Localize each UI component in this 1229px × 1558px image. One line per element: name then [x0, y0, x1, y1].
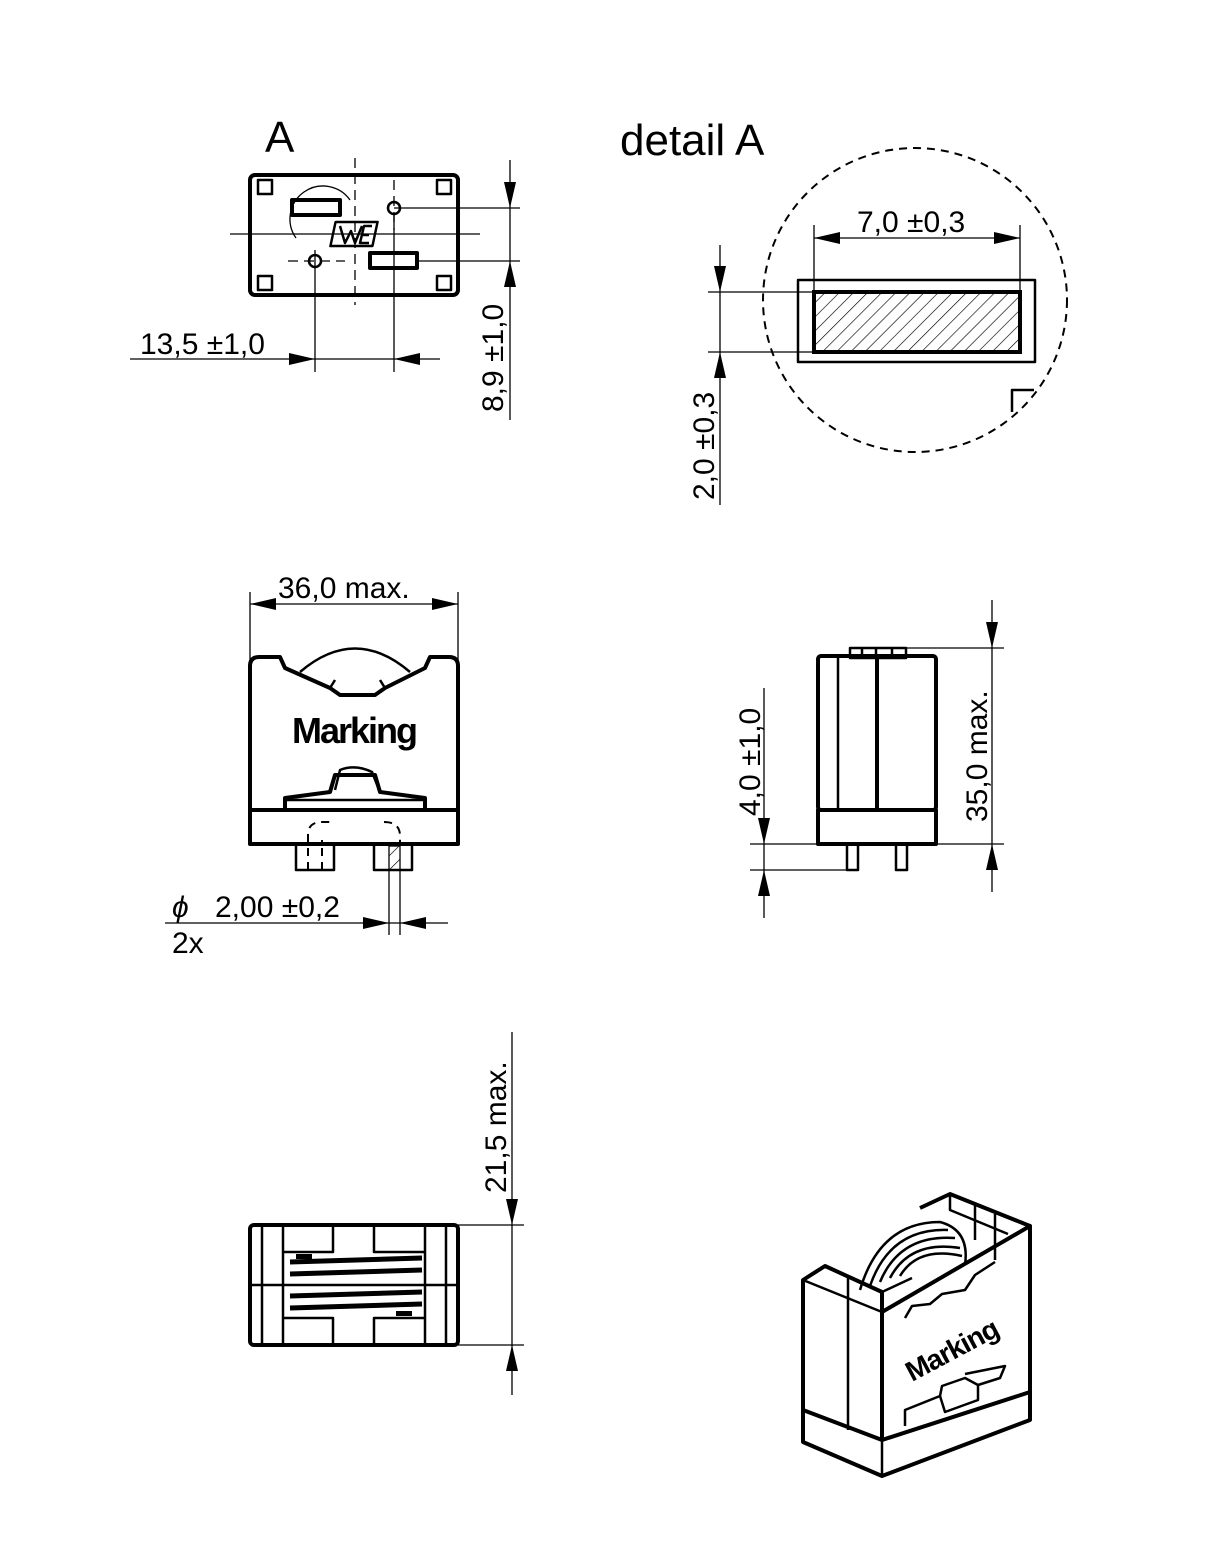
- view-a-body: [248, 173, 460, 297]
- dim-pin-length: 4,0 ±1,0: [734, 708, 767, 816]
- side-pin-left: [845, 842, 860, 872]
- side-pin-right: [894, 842, 909, 872]
- dim-pin-diameter: 2,00 ±0,2: [215, 891, 340, 924]
- detail-a: detail A 7,0 ±0,3 2,0 ±0,3: [620, 116, 1068, 505]
- view-a-corner-bl: [256, 274, 274, 292]
- detail-circle: [762, 147, 1068, 453]
- dim-pin-count: 2x: [172, 927, 204, 960]
- dim-pad-height: 2,0 ±0,3: [688, 392, 721, 500]
- top-windings: [289, 1254, 423, 1316]
- dim-pin-diameter-symbol: ϕ: [172, 891, 189, 924]
- top-view: 21,5 max.: [248, 1032, 524, 1395]
- front-view: 36,0 max. Marking ϕ 2,00 ±0,2 2x: [165, 572, 460, 960]
- dim-body-height: 35,0 max.: [961, 690, 994, 822]
- view-a-label: A: [265, 113, 295, 162]
- dim-body-width: 36,0 max.: [278, 572, 410, 605]
- side-base: [816, 808, 938, 846]
- iso-marking: Marking: [900, 1313, 1003, 1387]
- front-marking: Marking: [292, 710, 416, 751]
- detail-pad-hatched: [812, 290, 1022, 354]
- view-a-arc: [289, 185, 351, 239]
- view-a-pad-1: [290, 198, 342, 217]
- view-a-corner-tr: [435, 178, 453, 196]
- detail-pad-outer: [796, 278, 1037, 364]
- iso-view: Marking: [801, 1192, 1032, 1478]
- we-logo: [329, 220, 379, 248]
- dim-pad-width: 7,0 ±0,3: [857, 206, 965, 239]
- view-a-corner-tl: [256, 178, 274, 196]
- view-a-corner-br: [435, 274, 453, 292]
- dim-pin-offset: 8,9 ±1,0: [477, 304, 510, 412]
- front-base: [248, 808, 460, 846]
- view-a: A 13,5: [130, 113, 520, 420]
- front-pin-left: [294, 842, 336, 872]
- dim-pin-spacing: 13,5 ±1,0: [140, 328, 265, 361]
- side-view: 35,0 max. 4,0 ±1,0: [734, 600, 1004, 918]
- dim-body-depth: 21,5 max.: [480, 1061, 513, 1193]
- detail-a-label: detail A: [620, 116, 765, 165]
